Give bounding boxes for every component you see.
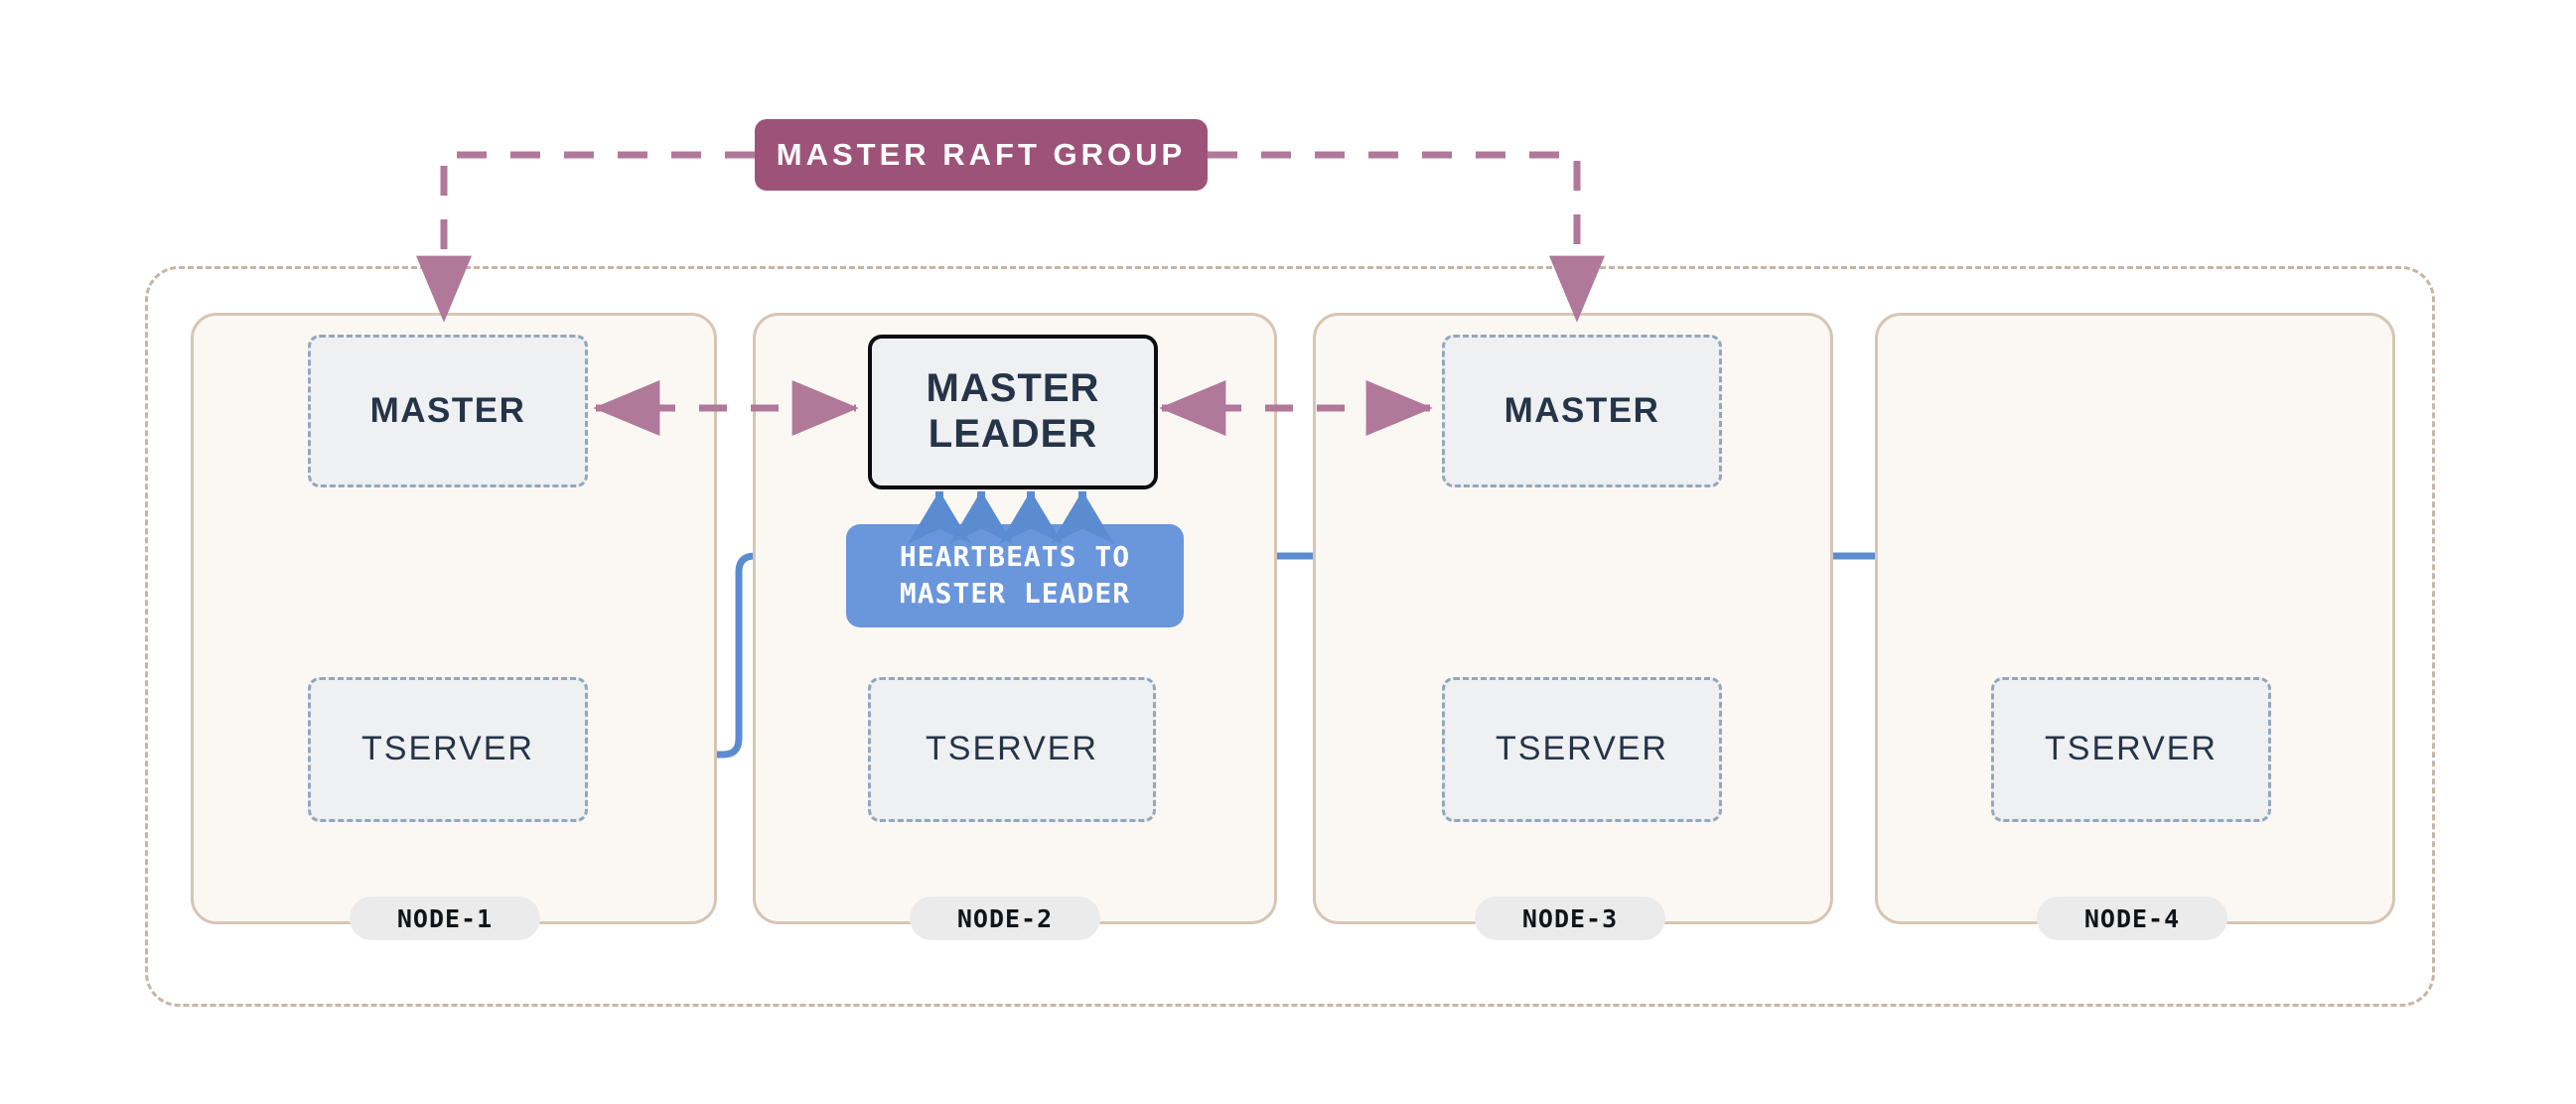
raft-link-badge-to-node1-master [416,151,755,323]
node-container-node-4 [1875,313,2395,924]
node-label-node-1: NODE-1 [350,897,540,940]
process-master-node-1[interactable]: MASTER [308,335,588,487]
process-tserver-node-1[interactable]: TSERVER [308,677,588,822]
master-raft-group-badge[interactable]: MASTER RAFT GROUP [755,119,1208,191]
node-label-node-3: NODE-3 [1475,897,1665,940]
process-master-leader-node-2[interactable]: MASTER LEADER [868,335,1158,489]
process-tserver-node-4[interactable]: TSERVER [1991,677,2271,822]
node-label-node-2: NODE-2 [910,897,1100,940]
process-tserver-node-3[interactable]: TSERVER [1442,677,1722,822]
process-tserver-node-2[interactable]: TSERVER [868,677,1156,822]
wire-node1-tserver-to-heartbeats [584,552,894,759]
process-master-node-3[interactable]: MASTER [1442,335,1722,487]
node-label-node-4: NODE-4 [2037,897,2227,940]
heartbeats-to-master-leader-badge[interactable]: HEARTBEATS TO MASTER LEADER [846,524,1184,627]
raft-link-badge-to-node3-master [1208,151,1605,323]
cluster-boundary [145,266,2435,1007]
